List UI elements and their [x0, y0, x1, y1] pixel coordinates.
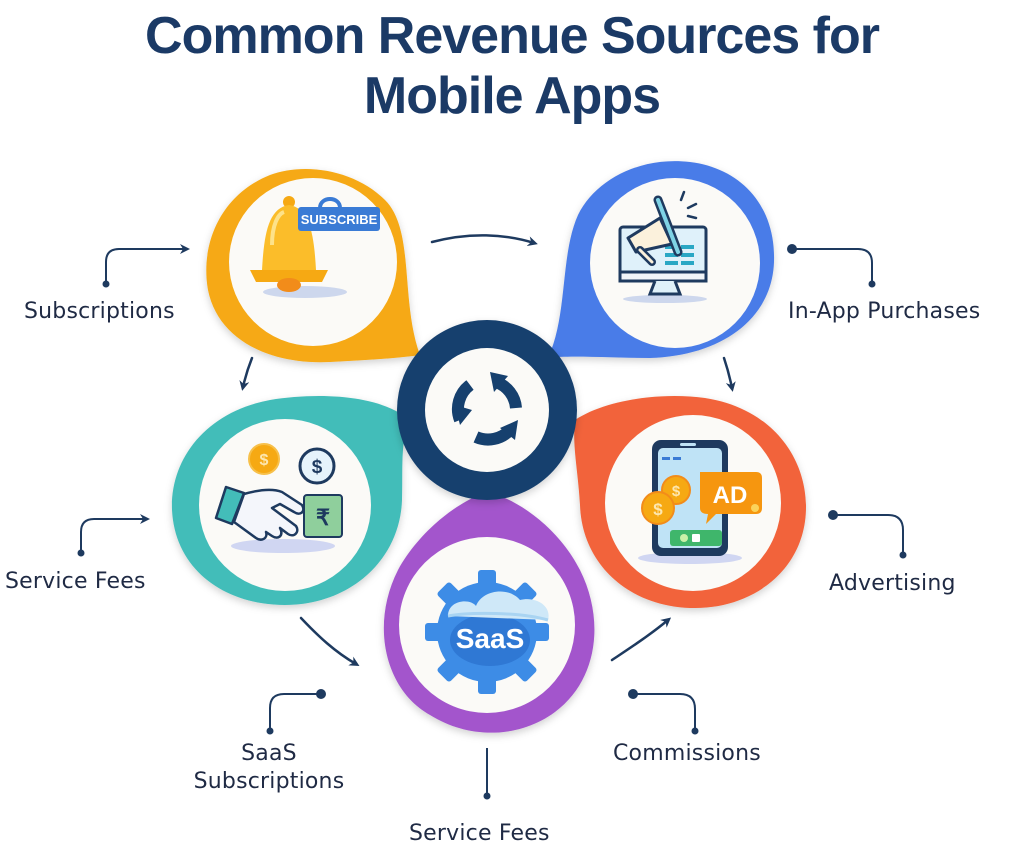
label-service-fees-left: Service Fees — [5, 569, 146, 594]
label-service-fees-bottom: Service Fees — [409, 821, 550, 846]
label-connectors — [77, 244, 907, 800]
cycle-arrows-icon — [451, 372, 522, 446]
arrow-in-app-to-advertising — [722, 356, 736, 392]
label-saas-line-2: Subscriptions — [193, 769, 345, 794]
arrow-subscriptions-to-service-fees — [239, 356, 254, 391]
ad-coin-symbol-2: $ — [653, 500, 663, 519]
ad-coin-symbol-1: $ — [672, 483, 681, 500]
handshake-money-icon: $ $ ₹ — [214, 443, 343, 553]
arrow-saas-to-advertising — [610, 617, 672, 662]
flow-arrows — [239, 234, 736, 666]
label-in-app-purchases: In-App Purchases — [788, 299, 981, 324]
arrow-subscriptions-to-in-app — [430, 234, 538, 246]
megaphone-monitor-icon — [618, 190, 708, 303]
saas-gear-cloud-icon: SaaS — [425, 570, 549, 694]
arrow-service-fees-to-saas — [299, 616, 360, 666]
subscribe-badge-text: SUBSCRIBE — [301, 212, 378, 227]
label-commissions: Commissions — [613, 741, 761, 766]
ad-badge-text: AD — [713, 482, 748, 509]
center-hub — [397, 320, 577, 500]
label-saas-line-1: SaaS — [241, 741, 297, 766]
label-subscriptions: Subscriptions — [24, 299, 175, 324]
page-title: Common Revenue Sources for Mobile Apps — [0, 0, 1024, 126]
title-line-2: Mobile Apps — [363, 67, 661, 125]
saas-badge-text: SaaS — [456, 623, 525, 654]
label-advertising: Advertising — [829, 571, 956, 596]
coin-symbol-1: $ — [260, 452, 269, 469]
label-saas-subscriptions: SaaS Subscriptions — [186, 740, 352, 796]
bell-subscribe-icon: SUBSCRIBE — [250, 196, 380, 298]
coin-symbol-2: $ — [312, 457, 323, 478]
title-line-1: Common Revenue Sources for — [145, 7, 880, 65]
phone-ad-icon: AD $ $ — [638, 440, 762, 564]
rupee-symbol: ₹ — [316, 505, 330, 530]
